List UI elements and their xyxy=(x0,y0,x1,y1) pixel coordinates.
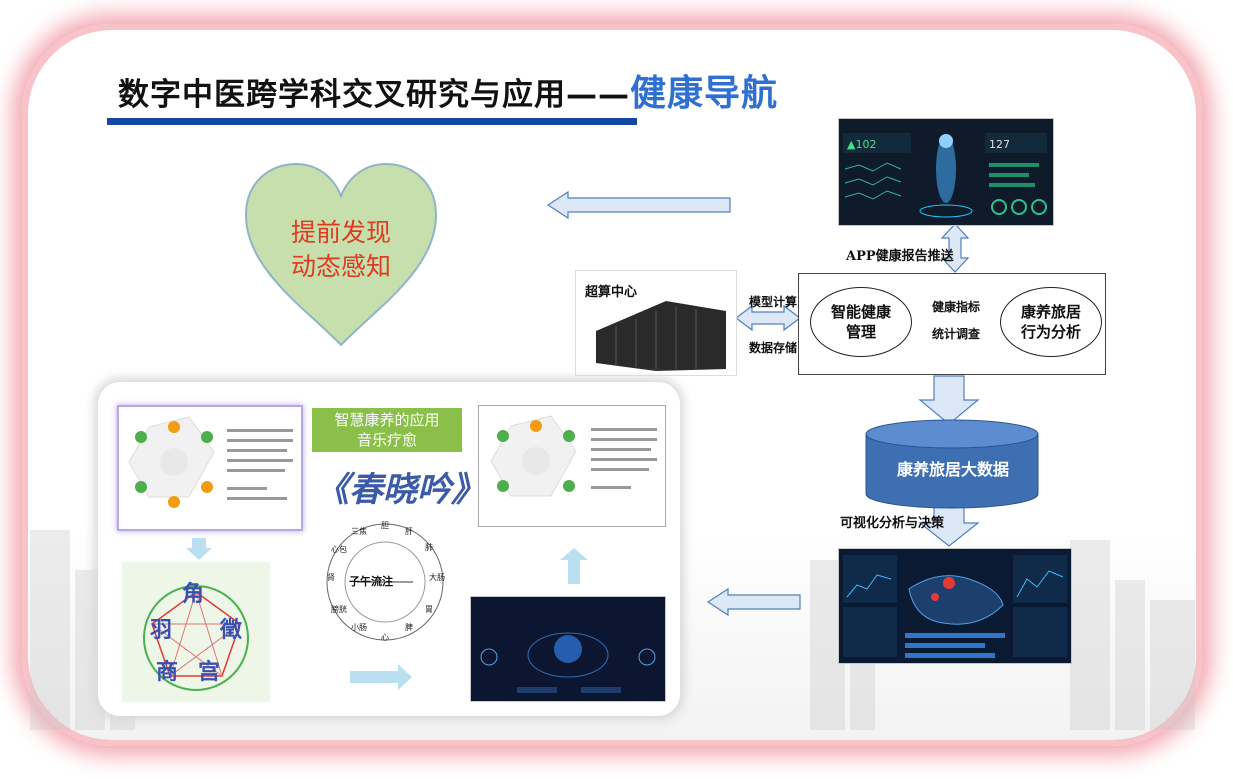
svg-text:心包: 心包 xyxy=(331,544,347,554)
wuyin-pentagon xyxy=(122,562,270,702)
label-app-push: APP健康报告推送 xyxy=(846,249,954,264)
big-data-label: 康养旅居大数据 xyxy=(896,460,1009,479)
wuyin-gong: 宫 xyxy=(198,660,221,685)
heart-line1: 提前发现 xyxy=(290,218,391,247)
svg-text:胃: 胃 xyxy=(425,605,433,614)
body-state-graphic-right xyxy=(490,415,657,497)
svg-text:127: 127 xyxy=(989,138,1010,151)
svg-text:脾: 脾 xyxy=(405,622,413,632)
label-stat-survey: 统计调查 xyxy=(932,327,981,341)
map-dashboard-graphic xyxy=(843,555,1067,658)
body-state-panel-right xyxy=(478,405,666,527)
big-data-cylinder xyxy=(865,419,1039,509)
meridian-center-label: 子午流注 xyxy=(349,575,393,588)
music-therapy-label: 智慧康养的应用 音乐疗愈 xyxy=(312,408,462,452)
title-main: 数字中医跨学科交叉研究与应用—— xyxy=(118,77,630,113)
smart-health-ellipse: 智能健康管理 xyxy=(810,287,912,357)
smart-health-line1: 智能健康 xyxy=(830,303,891,321)
sound-space-panel xyxy=(470,596,666,702)
svg-text:▲102: ▲102 xyxy=(847,138,876,151)
server-racks-icon xyxy=(596,301,726,371)
poem-title: 《春晓吟》 xyxy=(315,470,485,510)
title-underline xyxy=(107,118,637,125)
svg-text:膀胱: 膀胱 xyxy=(331,604,347,614)
sound-space-graphic xyxy=(480,632,656,693)
label-health-index: 健康指标 xyxy=(932,300,981,314)
svg-text:肺: 肺 xyxy=(425,543,433,552)
body-state-graphic-left xyxy=(128,416,293,508)
label-data-storage: 数据存储 xyxy=(749,341,798,355)
wuyin-jiao: 角 xyxy=(182,582,205,607)
map-dashboard xyxy=(838,548,1072,664)
music-line2: 音乐疗愈 xyxy=(356,431,417,449)
body-scan-dashboard: ▲102 127 xyxy=(838,118,1054,226)
svg-text:肝: 肝 xyxy=(405,527,413,536)
svg-text:心: 心 xyxy=(381,633,389,642)
dashboard-graphic: ▲102 127 xyxy=(843,133,1047,218)
body-state-panel-left xyxy=(117,405,303,531)
svg-text:胆: 胆 xyxy=(381,521,389,530)
svg-text:肾: 肾 xyxy=(327,573,335,582)
smart-health-line2: 管理 xyxy=(845,323,876,341)
music-line1: 智慧康养的应用 xyxy=(334,411,440,429)
label-visual-decision: 可视化分析与决策 xyxy=(840,516,945,531)
heart-text: 提前发现 动态感知 xyxy=(238,216,444,284)
svg-text:大肠: 大肠 xyxy=(429,572,445,582)
wuyin-shang: 商 xyxy=(156,660,179,685)
label-supercomputing: 超算中心 xyxy=(585,285,638,300)
server-image xyxy=(575,270,737,376)
svg-text:三焦: 三焦 xyxy=(351,526,367,536)
title-accent: 健康导航 xyxy=(630,73,779,114)
heart-line2: 动态感知 xyxy=(290,252,391,281)
label-model-compute: 模型计算 xyxy=(749,295,798,309)
wuyin-zhi: 徵 xyxy=(220,618,243,643)
page-title: 数字中医跨学科交叉研究与应用——健康导航 xyxy=(118,64,778,116)
svg-text:小肠: 小肠 xyxy=(351,623,367,632)
behavior-line1: 康养旅居 xyxy=(1020,303,1081,321)
wuyin-yu: 羽 xyxy=(150,618,173,643)
heart-icon xyxy=(244,162,438,347)
behavior-line2: 行为分析 xyxy=(1020,323,1081,341)
behavior-analysis-ellipse: 康养旅居行为分析 xyxy=(1000,287,1102,357)
